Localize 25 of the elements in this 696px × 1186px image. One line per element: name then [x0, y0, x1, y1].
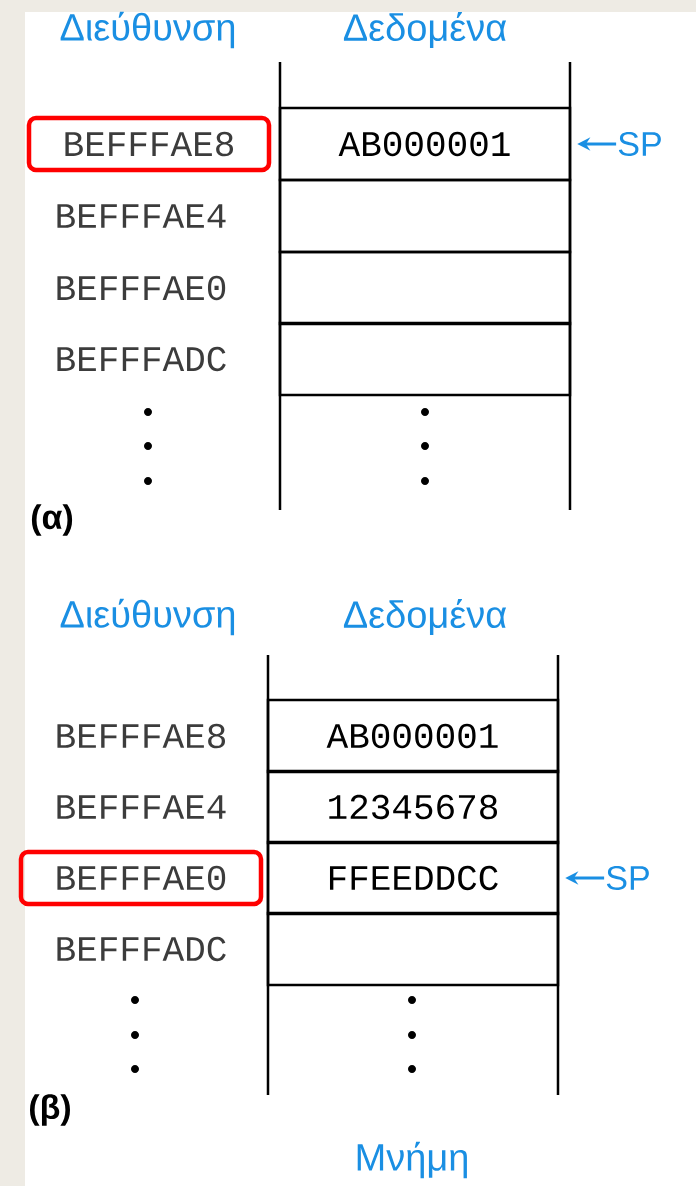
memory-cell — [278, 321, 572, 397]
pointer-label: SP — [618, 131, 661, 157]
memory-cell: 12345678 — [266, 769, 560, 845]
address-label: BEFFFAE4 — [57, 204, 226, 228]
memory-cell: AB000001 — [278, 106, 572, 182]
column-heading: Διεύθυνση — [60, 11, 235, 49]
memory-cell — [278, 178, 572, 254]
column-heading: Δεδομένα — [343, 12, 507, 48]
column-heading: Διεύθυνση — [60, 598, 235, 636]
address-label: BEFFFADC — [57, 936, 226, 962]
memory-cell: FFEEDDCC — [266, 840, 560, 916]
column-heading: Δεδομένα — [343, 599, 507, 635]
highlight-box: BEFFFAE0 — [18, 849, 264, 907]
pointer-label: SP — [606, 865, 649, 891]
column-heading: Μνήμη — [357, 1141, 467, 1179]
address-label: BEFFFAE4 — [57, 795, 226, 819]
memory-cell — [266, 911, 560, 987]
address-label: BEFFFAE0 — [57, 275, 226, 301]
panel-label: (α) — [31, 504, 73, 536]
address-label: BEFFFAE8 — [57, 723, 225, 749]
memory-cell — [278, 250, 572, 326]
memory-cell: AB000001 — [266, 698, 560, 774]
address-label: BEFFFADC — [57, 346, 226, 372]
panel-label: (β) — [30, 1094, 70, 1126]
highlight-box: BEFFFAE8 — [26, 115, 272, 173]
